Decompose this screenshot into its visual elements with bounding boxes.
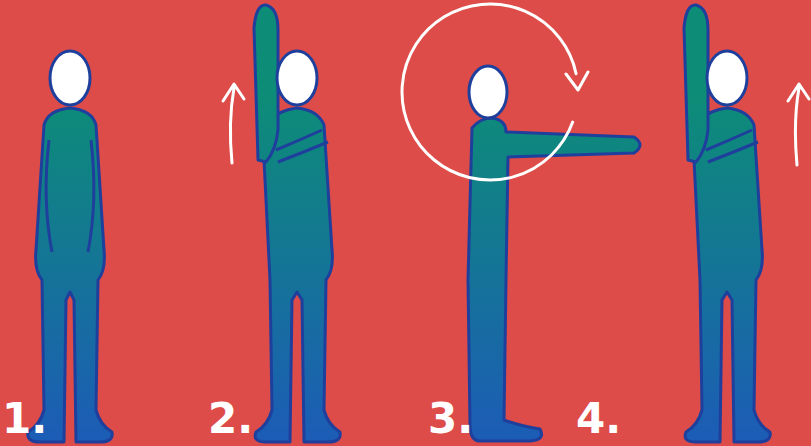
rotation-arrow <box>402 4 588 180</box>
figure-arm-forward <box>468 66 640 441</box>
callout-number: 1. <box>2 398 47 440</box>
callout-number: 3. <box>428 398 473 440</box>
callout-number: 2. <box>208 398 253 440</box>
figure-arm-raised <box>684 5 770 442</box>
figure-arm-raised <box>254 5 340 442</box>
motion-arrow <box>788 84 809 165</box>
figure-standing <box>28 51 113 442</box>
motion-arrow <box>223 84 244 163</box>
callout-number: 4. <box>576 398 621 440</box>
